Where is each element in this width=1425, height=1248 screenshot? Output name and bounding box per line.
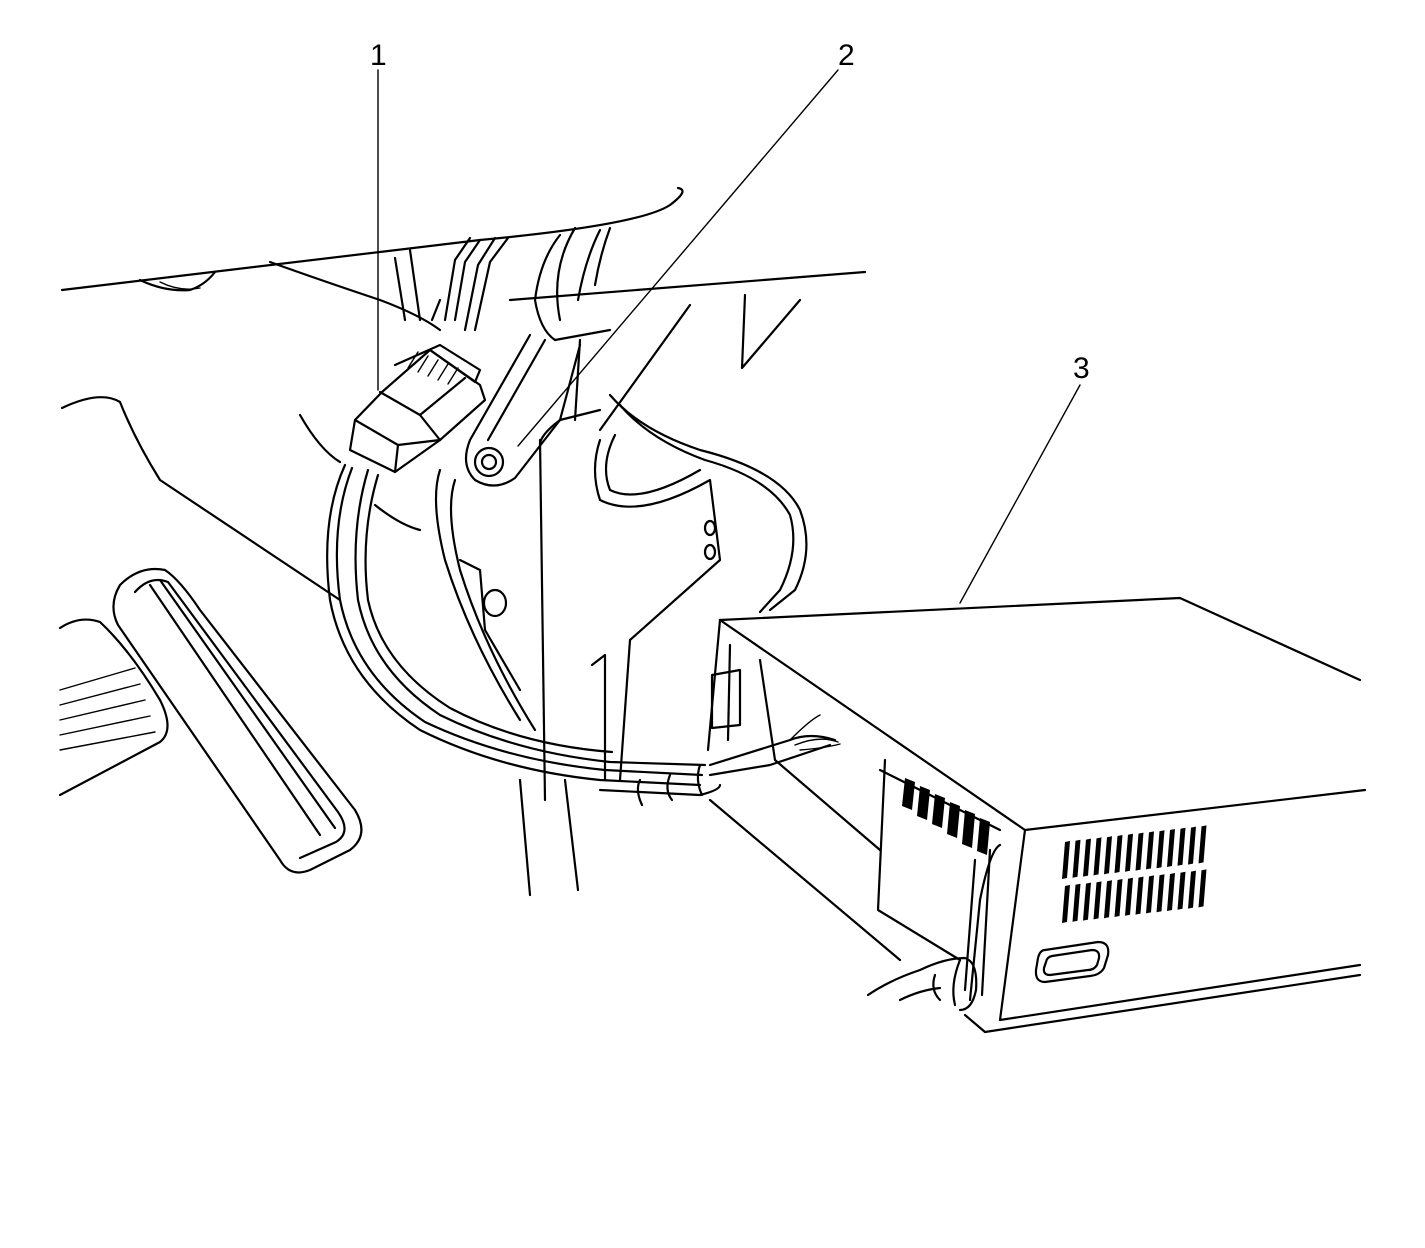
vent-slot [1146,831,1154,870]
vent-slot [1188,870,1196,909]
vent-slot [1167,829,1175,867]
callout-3: 3 [959,352,1090,604]
pedal-support-structure [434,408,722,897]
brake-pedal [58,618,169,797]
vent-slot [1072,839,1081,878]
vent-slot [1062,841,1070,879]
vent-slot [1198,825,1207,864]
vent-slot [1104,880,1112,919]
vent-slot [1135,876,1144,915]
vent-slot [1177,871,1186,910]
steering-column-support [533,226,692,432]
vent-slot [1177,827,1186,866]
callout-3-label: 3 [1073,352,1090,385]
vent-grille-side [902,778,990,855]
vent-slot [1104,836,1112,875]
vent-slot [1146,875,1154,914]
vent-slot [1093,837,1102,876]
mounting-bracket-arm [464,333,582,487]
wiring-harness [326,236,841,807]
technician-hand [866,956,978,1012]
vent-slot [1156,874,1165,913]
vent-slot [1072,883,1081,922]
instrument-panel-lower [60,186,867,370]
electrical-connector [348,343,487,474]
vent-slot [1125,877,1133,916]
vent-slot [1093,881,1102,920]
vent-slot [1188,826,1196,865]
accelerator-pedal [112,567,363,874]
control-module [706,596,1367,1034]
callout-1-label: 1 [370,39,387,72]
vent-slot [1062,885,1070,923]
vent-slot [1135,832,1144,871]
vent-slot [1167,873,1175,911]
vent-slot [1125,833,1133,872]
vent-slot [1156,830,1165,869]
vent-slot [1114,835,1123,873]
callout-2-label: 2 [838,39,855,72]
vent-slot [1083,882,1091,921]
vent-slot [1114,879,1123,917]
callout-2: 2 [517,39,855,447]
vent-grille-front [1062,825,1207,923]
vent-slot [1083,838,1091,877]
dash-side-cover [60,393,808,614]
vent-slot [1198,869,1207,908]
callout-1: 1 [370,39,387,391]
module-slot [1034,940,1110,984]
